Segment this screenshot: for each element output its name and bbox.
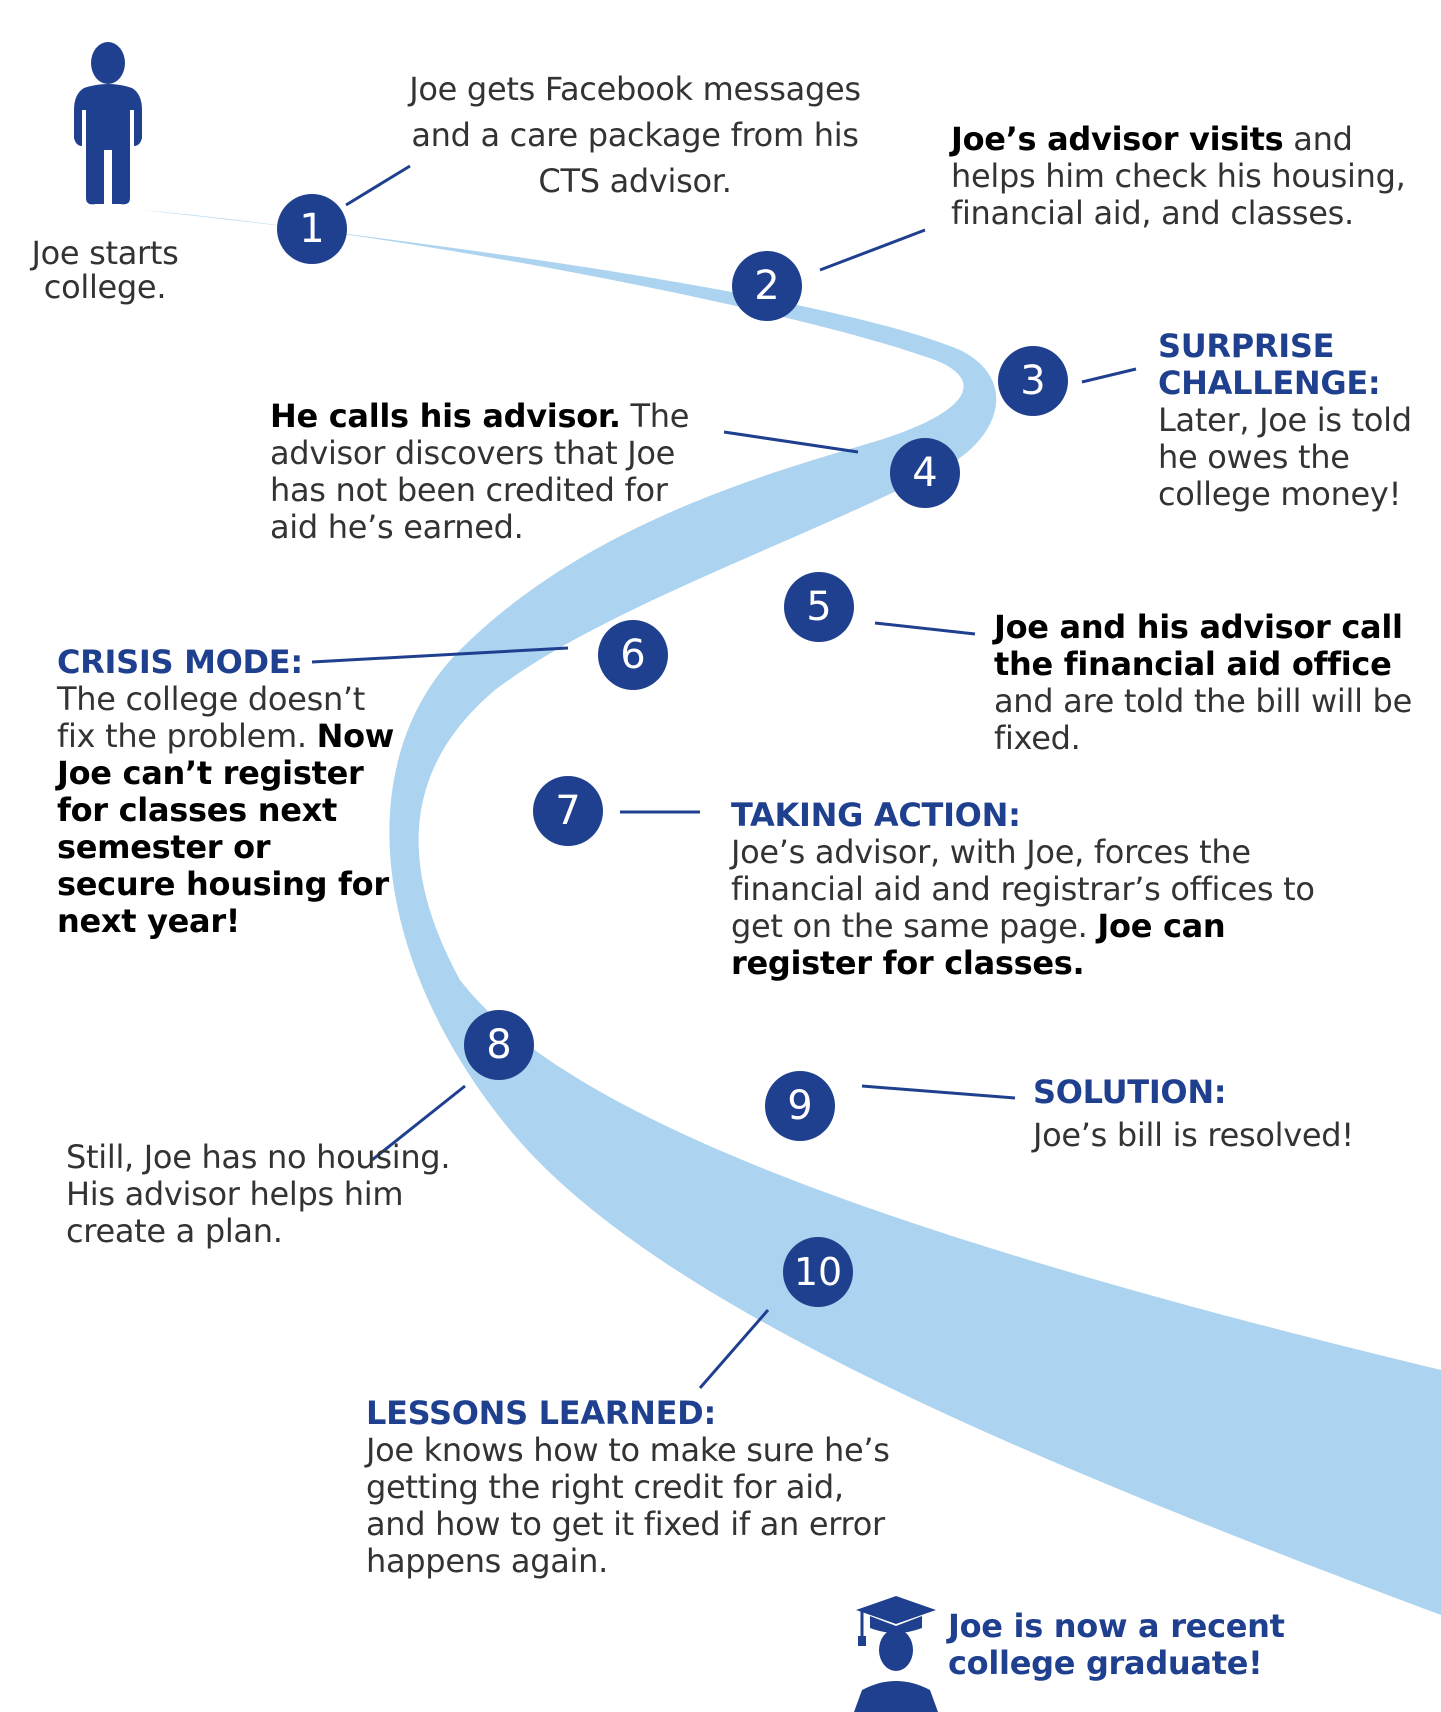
step-3-heading: SURPRISE CHALLENGE: bbox=[1158, 327, 1381, 402]
finish-label: Joe is now a recent college graduate! bbox=[948, 1607, 1285, 1682]
step-badge-number: 1 bbox=[299, 206, 324, 252]
step-badge-number: 9 bbox=[787, 1083, 812, 1129]
step-9-heading: SOLUTION: bbox=[1033, 1073, 1227, 1111]
graduate-icon bbox=[854, 1596, 938, 1712]
step-badge-10: 10 bbox=[783, 1237, 853, 1307]
step-4-text: He calls his advisor. The advisor discov… bbox=[270, 397, 690, 546]
step-6-heading: CRISIS MODE: bbox=[57, 643, 303, 681]
step-badge-number: 8 bbox=[486, 1022, 511, 1068]
step-5-text: Joe and his advisor call the financial a… bbox=[994, 608, 1412, 757]
person-icon bbox=[74, 42, 142, 205]
step-badge-number: 3 bbox=[1020, 358, 1045, 404]
connector-line-6 bbox=[311, 646, 569, 664]
step-3-text: SURPRISE CHALLENGE: Later, Joe is told h… bbox=[1158, 328, 1418, 513]
start-label: Joe starts college. bbox=[31, 234, 179, 306]
step-1-text: Joe gets Facebook messages and a care pa… bbox=[409, 70, 861, 200]
step-badge-number: 7 bbox=[555, 788, 580, 834]
connector-line-10 bbox=[698, 1309, 770, 1389]
step-2-text: Joe’s advisor visits and helps him check… bbox=[951, 120, 1406, 232]
connector-line-3 bbox=[1081, 367, 1137, 384]
step-9-text: SOLUTION: Joe’s bill is resolved! bbox=[1033, 1074, 1413, 1154]
connector-line-1 bbox=[345, 164, 411, 207]
connector-line-8 bbox=[371, 1084, 466, 1162]
step-badge-number: 6 bbox=[620, 632, 645, 678]
connector-line-9 bbox=[861, 1084, 1016, 1100]
step-badge-7: 7 bbox=[533, 776, 603, 846]
step-7-text: TAKING ACTION: Joe’s advisor, with Joe, … bbox=[731, 797, 1351, 982]
step-badge-number: 2 bbox=[754, 263, 779, 309]
step-badge-6: 6 bbox=[598, 620, 668, 690]
step-badge-number: 10 bbox=[794, 1250, 842, 1294]
step-badge-1: 1 bbox=[277, 194, 347, 264]
connector-line-5 bbox=[874, 621, 976, 636]
step-6-text: CRISIS MODE: The college doesn’t fix the… bbox=[57, 644, 397, 940]
step-badge-number: 4 bbox=[912, 450, 937, 496]
step-8-text: Still, Joe has no housing. His advisor h… bbox=[66, 1138, 451, 1250]
step-10-heading: LESSONS LEARNED: bbox=[366, 1394, 716, 1432]
road-path bbox=[142, 210, 1441, 1615]
connector-line-2 bbox=[819, 228, 926, 272]
connector-line-4 bbox=[723, 430, 859, 454]
step-badge-3: 3 bbox=[998, 346, 1068, 416]
step-7-heading: TAKING ACTION: bbox=[731, 796, 1021, 834]
step-10-text: LESSONS LEARNED: Joe knows how to make s… bbox=[366, 1395, 906, 1580]
step-badge-9: 9 bbox=[765, 1071, 835, 1141]
step-badge-2: 2 bbox=[732, 251, 802, 321]
step-badge-5: 5 bbox=[784, 572, 854, 642]
step-badge-8: 8 bbox=[464, 1010, 534, 1080]
step-badge-4: 4 bbox=[890, 438, 960, 508]
step-badge-number: 5 bbox=[806, 584, 831, 630]
